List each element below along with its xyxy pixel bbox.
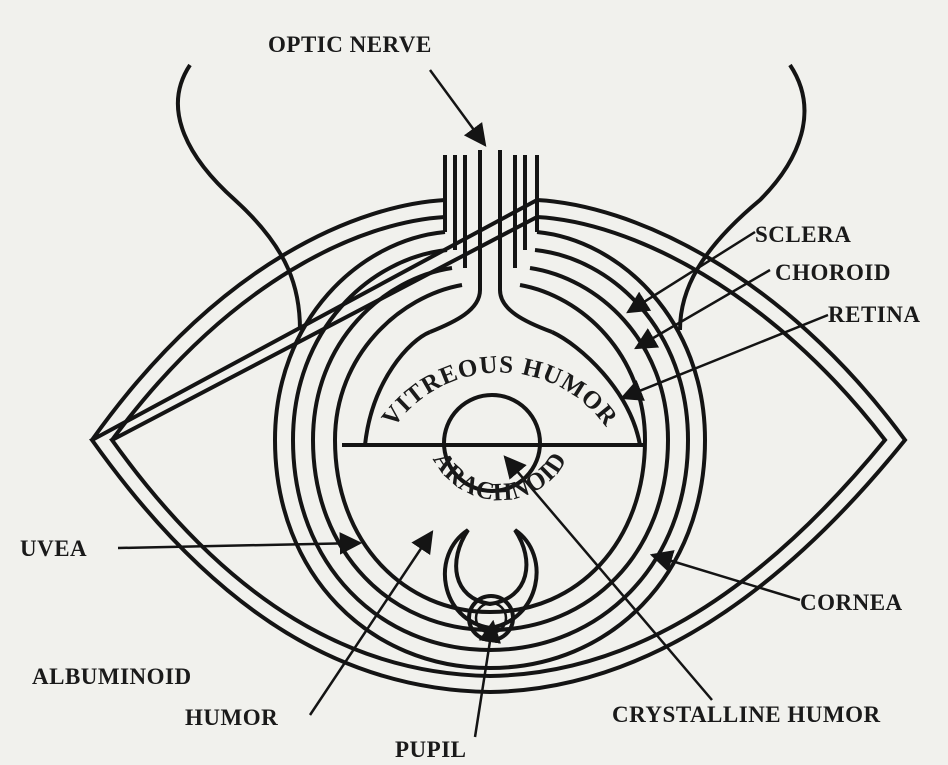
optic-nerve-arrow	[430, 70, 485, 145]
humor-label: HUMOR	[185, 705, 278, 730]
right-curve-line	[680, 65, 804, 330]
retina-label: RETINA	[828, 302, 920, 327]
choroid-layer	[313, 268, 668, 630]
arachnoid-label: ARACHNOID	[427, 447, 572, 506]
sclera-layer-inner	[293, 250, 688, 650]
cornea-label: CORNEA	[800, 590, 903, 615]
choroid-label: CHOROID	[775, 260, 891, 285]
vitreous-humor-label: VITREOUS HUMOR	[377, 351, 623, 431]
uvea-label: UVEA	[20, 536, 87, 561]
pupil-label: PUPIL	[395, 737, 467, 762]
optic-nerve-label: OPTIC NERVE	[268, 32, 432, 57]
left-curve-line	[178, 65, 300, 330]
albuminoid-label: ALBUMINOID	[32, 664, 192, 689]
choroid-arrow	[636, 270, 770, 348]
retina-layer	[335, 285, 645, 612]
crystalline-humor-label: CRYSTALLINE HUMOR	[612, 702, 881, 727]
retina-arrow	[622, 315, 828, 398]
uvea-arrow	[118, 543, 360, 548]
sclera-label: SCLERA	[755, 222, 851, 247]
humor-arrow	[310, 532, 432, 715]
